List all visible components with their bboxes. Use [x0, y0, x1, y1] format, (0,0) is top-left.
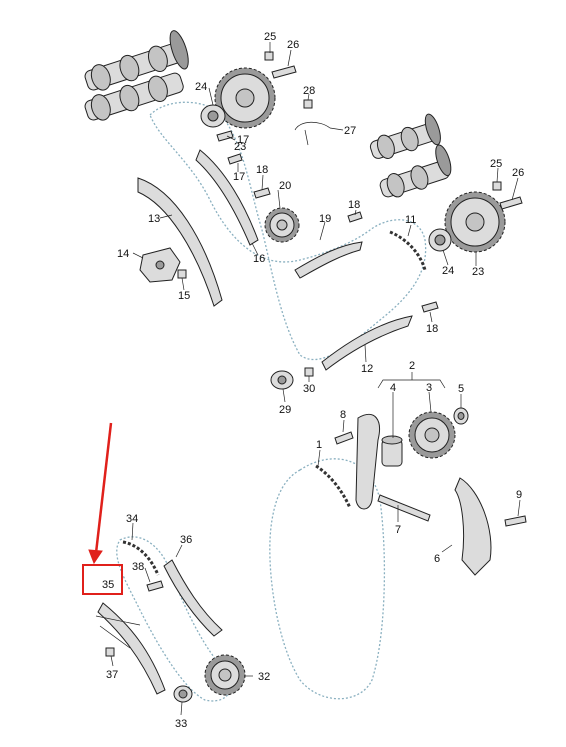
guide-rail-12 — [321, 315, 413, 371]
label-12: 12 — [361, 363, 373, 375]
label-25-right: 25 — [490, 158, 502, 170]
bolt-25-right — [492, 181, 502, 191]
label-28: 28 — [303, 85, 315, 97]
label-37: 37 — [106, 669, 118, 681]
label-23-upper: 23 — [234, 141, 246, 153]
bolt-26-right — [499, 196, 523, 210]
guide-rail-35 — [97, 602, 166, 695]
tensioner-33 — [173, 685, 193, 703]
label-23-right: 23 — [472, 266, 484, 278]
label-9: 9 — [516, 489, 522, 501]
label-30: 30 — [303, 383, 315, 395]
guide-rail-13 — [137, 177, 223, 307]
hub-24-right — [428, 228, 452, 252]
label-24-right: 24 — [442, 265, 454, 277]
label-13: 13 — [148, 213, 160, 225]
label-27: 27 — [344, 125, 356, 137]
upper-chain-path — [149, 101, 427, 361]
label-1: 1 — [316, 439, 322, 451]
guide-rail-19 — [294, 241, 363, 279]
bolt-37 — [105, 647, 115, 657]
label-5: 5 — [458, 383, 464, 395]
label-35: 35 — [102, 579, 114, 591]
sprocket-20 — [264, 207, 300, 243]
label-19: 19 — [319, 213, 331, 225]
label-18-b: 18 — [348, 199, 360, 211]
label-16: 16 — [253, 253, 265, 265]
hub-24-left — [200, 104, 226, 128]
label-25-upper: 25 — [264, 31, 276, 43]
label-3: 3 — [426, 382, 432, 394]
washer-5 — [453, 407, 469, 425]
sprocket-32 — [204, 654, 246, 696]
pin-38 — [146, 580, 164, 592]
pin-17-a — [216, 130, 234, 142]
label-7: 7 — [395, 524, 401, 536]
chain-segments — [122, 230, 427, 576]
part-labels: 25 26 24 17 28 27 17 23 18 20 25 26 13 1… — [102, 31, 524, 730]
right-camshafts — [369, 113, 452, 198]
guide-rail-36 — [163, 559, 223, 637]
bolt-25-upper — [264, 51, 274, 61]
bolt-26-upper — [271, 65, 297, 79]
guide-rail-16 — [195, 149, 259, 246]
label-34: 34 — [126, 513, 138, 525]
label-6: 6 — [434, 553, 440, 565]
label-11: 11 — [405, 214, 416, 226]
label-32: 32 — [258, 671, 270, 683]
label-38: 38 — [132, 561, 144, 573]
sprocket-23-upper — [214, 67, 276, 129]
bolt-30 — [304, 367, 314, 377]
leader-lines — [95, 42, 521, 716]
label-20: 20 — [279, 180, 291, 192]
label-26-upper: 26 — [287, 39, 299, 51]
pin-18-b — [347, 211, 363, 223]
pin-8 — [334, 431, 354, 445]
label-2: 2 — [409, 360, 415, 372]
bolt-9 — [504, 515, 527, 527]
bolt-15 — [177, 269, 187, 279]
label-26-right: 26 — [512, 167, 524, 179]
label-17-a: 17 — [237, 134, 249, 146]
label-33: 33 — [175, 718, 187, 730]
left-camshafts — [84, 30, 189, 121]
label-29: 29 — [279, 404, 291, 416]
highlight-annotation — [82, 422, 123, 595]
clip-27 — [294, 121, 331, 146]
sprocket-4 — [381, 435, 403, 467]
pin-17-b — [227, 153, 243, 165]
label-8: 8 — [340, 409, 346, 421]
label-4: 4 — [390, 382, 396, 394]
pin-18-c — [421, 301, 439, 313]
tensioner-29 — [270, 370, 294, 390]
label-15: 15 — [178, 290, 190, 302]
sprocket-3 — [408, 411, 456, 459]
sprocket-23-right — [444, 191, 506, 253]
highlight-box — [82, 564, 123, 595]
bracket-14 — [139, 247, 181, 283]
highlight-arrow-shaft — [94, 422, 113, 554]
label-24-upper: 24 — [195, 81, 207, 93]
guide-rail-6 — [454, 477, 492, 576]
label-18-c: 18 — [426, 323, 438, 335]
label-17-b: 17 — [233, 171, 245, 183]
guide-rail-7 — [355, 413, 431, 522]
label-14: 14 — [117, 248, 129, 260]
highlight-arrow-head — [88, 549, 103, 565]
bolt-28 — [303, 99, 313, 109]
pin-18-a — [253, 187, 271, 199]
label-36: 36 — [180, 534, 192, 546]
label-18-a: 18 — [256, 164, 268, 176]
